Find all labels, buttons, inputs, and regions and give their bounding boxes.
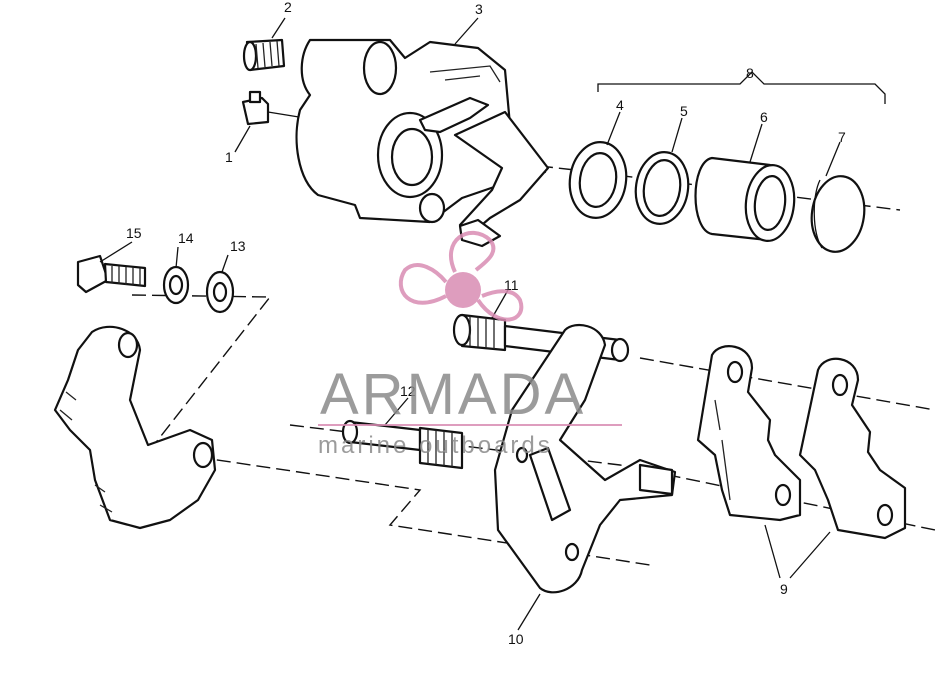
- propeller-blade-left: [398, 263, 448, 305]
- guide-pin-part-12: [341, 419, 464, 470]
- brake-pad-part-9b: [798, 357, 907, 540]
- label-part-9: 9: [780, 581, 788, 597]
- caliper-body-part-3: [295, 38, 550, 248]
- label-part-15: 15: [126, 225, 142, 241]
- label-part-6: 6: [760, 109, 768, 125]
- propeller-logo: [398, 230, 524, 322]
- group-bracket-part-8: [597, 71, 886, 104]
- propeller-blade-top: [448, 230, 496, 273]
- label-part-11: 11: [504, 277, 519, 293]
- armada-watermark: ARMADA marine outboards: [318, 230, 622, 459]
- cap-part-7: [810, 175, 866, 253]
- label-part-8: 8: [746, 65, 754, 81]
- label-part-14: 14: [178, 230, 194, 246]
- bolt-part-15: [76, 254, 147, 294]
- watermark-brand: ARMADA: [320, 362, 586, 427]
- washer-part-14: [162, 265, 190, 305]
- propeller-blade-right: [476, 289, 524, 322]
- piston-part-6: [694, 156, 796, 242]
- leader-lines: [99, 17, 841, 631]
- label-part-1: 1: [225, 149, 233, 165]
- label-part-4: 4: [616, 97, 624, 113]
- set-screw-part-2: [242, 38, 286, 72]
- label-part-3: 3: [475, 1, 483, 17]
- label-part-7: 7: [838, 129, 846, 145]
- part-number-labels: 2 3 1 8 4 5 6 7 15 14 13 11 12 10 9: [126, 0, 846, 647]
- label-part-12: 12: [400, 383, 416, 399]
- mounting-arm: [53, 325, 217, 530]
- label-part-13: 13: [230, 238, 246, 254]
- washer-part-13: [205, 270, 235, 314]
- label-part-2: 2: [284, 0, 292, 15]
- propeller-hub: [445, 272, 481, 308]
- watermark-tagline: marine outboards: [318, 432, 553, 459]
- brake-pad-part-9a: [696, 345, 802, 522]
- dust-seal-part-5: [634, 151, 690, 225]
- label-part-5: 5: [680, 103, 688, 119]
- label-part-10: 10: [508, 631, 524, 647]
- bleeder-valve-part-1: [241, 90, 306, 126]
- seal-part-4: [568, 141, 628, 219]
- support-bracket-part-10: [493, 323, 677, 594]
